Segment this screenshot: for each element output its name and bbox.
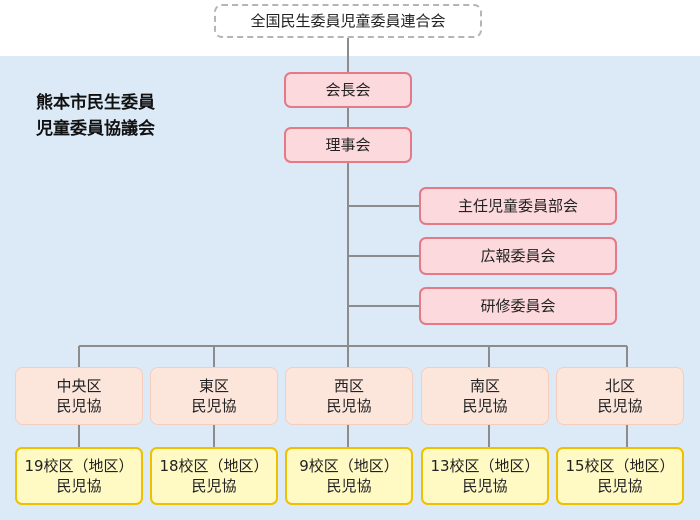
- chairs-meeting-label: 会長会: [325, 81, 371, 99]
- district-council-label: 民児協: [326, 397, 372, 415]
- district-box-higashi: 東区 民児協: [150, 367, 278, 425]
- district-name: 西区: [333, 377, 364, 395]
- council-title-line2: 児童委員協議会: [36, 119, 155, 139]
- district-box-chuo: 中央区 民児協: [15, 367, 143, 425]
- committee-box-training: 研修委員会: [419, 287, 617, 325]
- district-council-label: 民児協: [191, 397, 237, 415]
- school-district-box-higashi: 18校区（地区） 民児協: [150, 447, 278, 505]
- national-federation-label: 全国民生委員児童委員連合会: [250, 12, 446, 30]
- district-name: 東区: [198, 377, 229, 395]
- district-council-label: 民児協: [56, 397, 102, 415]
- district-box-kita: 北区 民児協: [556, 367, 684, 425]
- board-meeting-label: 理事会: [325, 136, 371, 154]
- school-district-council-label: 民児協: [462, 477, 508, 495]
- board-meeting-box: 理事会: [284, 127, 412, 163]
- school-district-council-label: 民児協: [191, 477, 237, 495]
- school-district-box-minami: 13校区（地区） 民児協: [421, 447, 549, 505]
- school-district-council-label: 民児協: [56, 477, 102, 495]
- school-district-box-kita: 15校区（地区） 民児協: [556, 447, 684, 505]
- district-box-minami: 南区 民児協: [421, 367, 549, 425]
- committee-box-public-relations: 広報委員会: [419, 237, 617, 275]
- school-district-box-chuo: 19校区（地区） 民児協: [15, 447, 143, 505]
- district-name: 南区: [469, 377, 500, 395]
- school-district-count: 19校区（地区）: [24, 457, 134, 475]
- district-council-label: 民児協: [597, 397, 643, 415]
- school-district-count: 9校区（地区）: [299, 457, 399, 475]
- district-name: 北区: [604, 377, 635, 395]
- committee-label: 広報委員会: [480, 247, 556, 265]
- district-box-nishi: 西区 民児協: [285, 367, 413, 425]
- school-district-count: 15校区（地区）: [565, 457, 675, 475]
- school-district-council-label: 民児協: [326, 477, 372, 495]
- school-district-count: 13校区（地区）: [430, 457, 540, 475]
- chairs-meeting-box: 会長会: [284, 72, 412, 108]
- district-name: 中央区: [56, 377, 102, 395]
- committee-box-chief-child-welfare: 主任児童委員部会: [419, 187, 617, 225]
- school-district-box-nishi: 9校区（地区） 民児協: [285, 447, 413, 505]
- national-federation-box: 全国民生委員児童委員連合会: [214, 4, 482, 38]
- school-district-count: 18校区（地区）: [159, 457, 269, 475]
- school-district-council-label: 民児協: [597, 477, 643, 495]
- committee-label: 研修委員会: [480, 297, 556, 315]
- council-title: 熊本市民生委員 児童委員協議会: [36, 90, 155, 142]
- district-council-label: 民児協: [462, 397, 508, 415]
- committee-label: 主任児童委員部会: [457, 197, 578, 215]
- council-title-line1: 熊本市民生委員: [36, 93, 155, 113]
